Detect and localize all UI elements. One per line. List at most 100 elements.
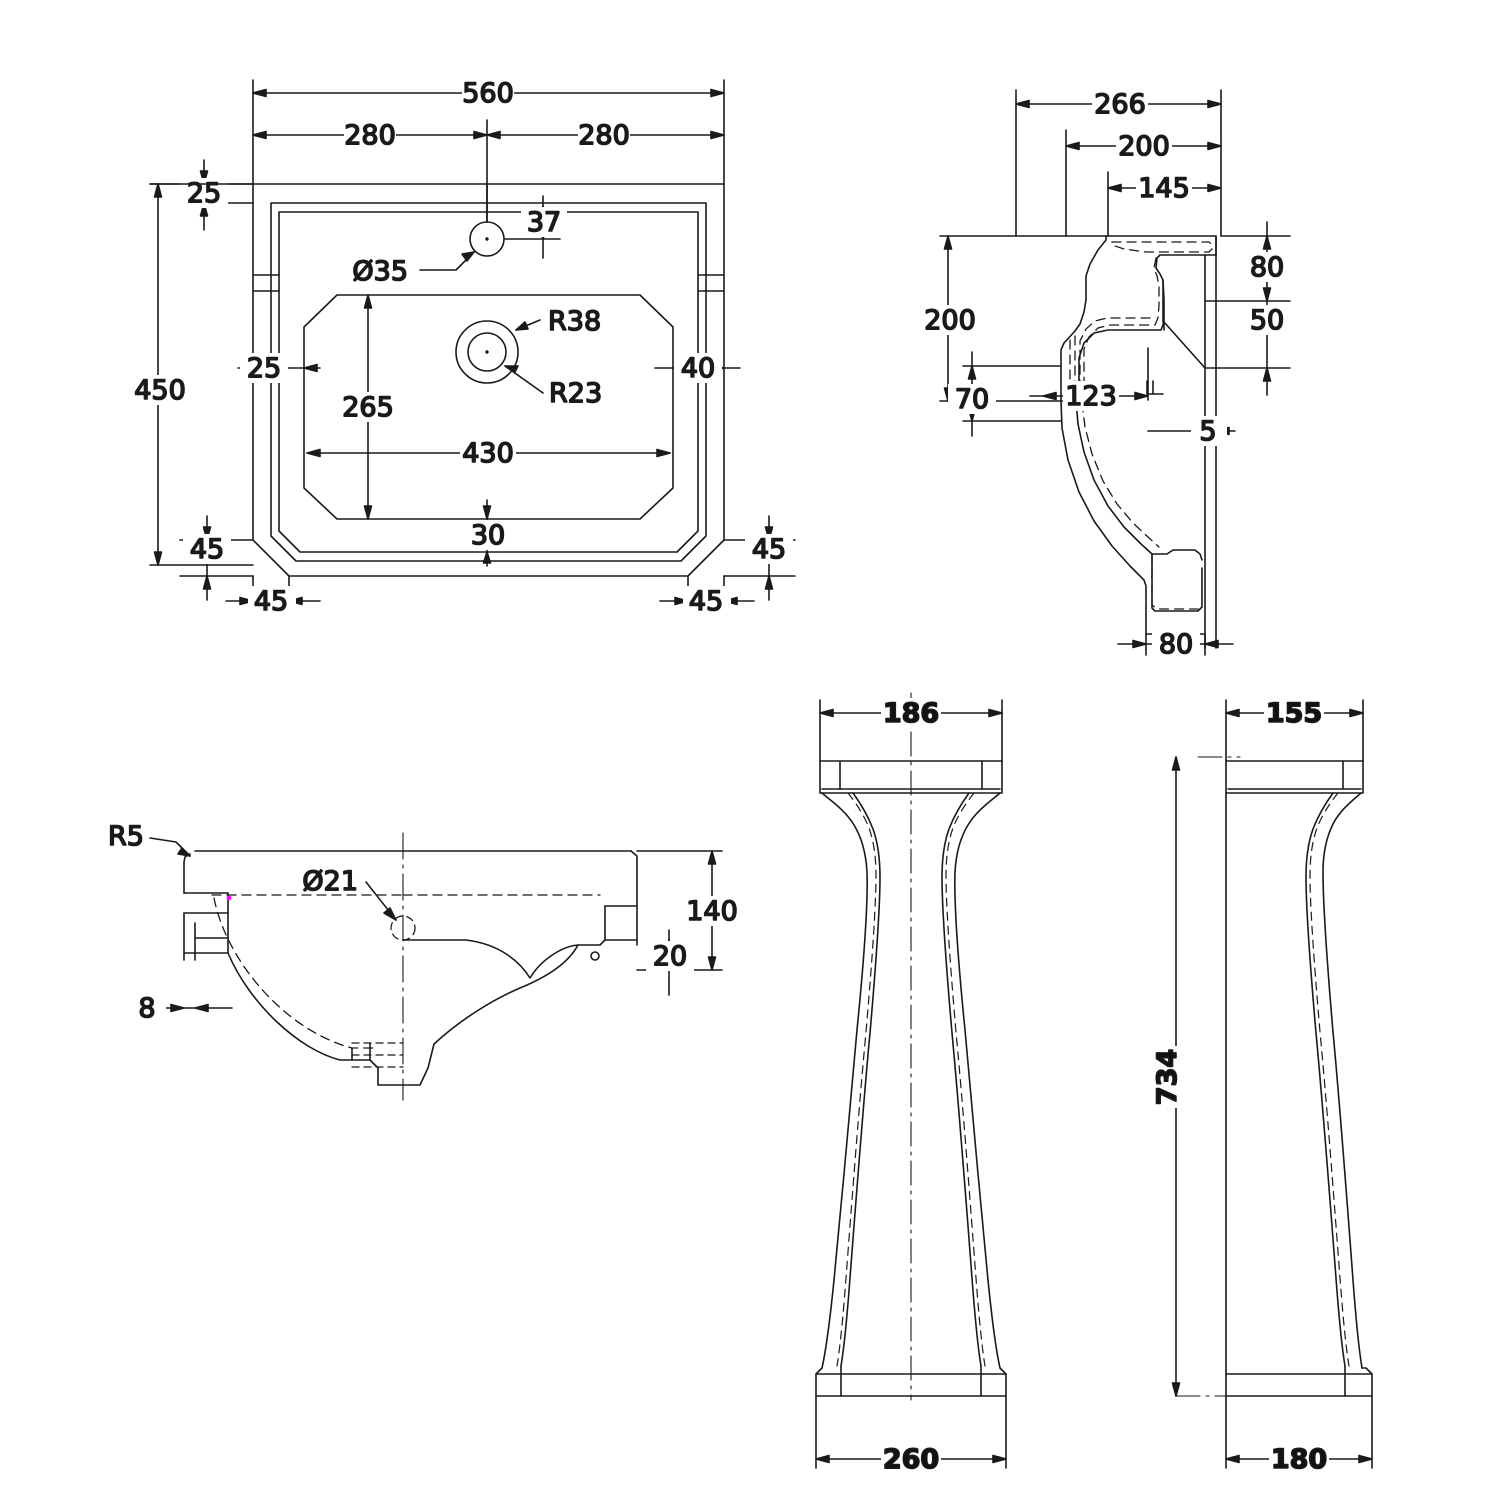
dim-8-textbg xyxy=(130,993,166,1023)
dim-label-under-rim: 50 xyxy=(1250,305,1284,336)
dim-430-textbg xyxy=(460,438,516,468)
dim-label-bowl-width: 430 xyxy=(462,438,514,469)
dim-30-textbg xyxy=(464,520,512,550)
plan-bowl-outline xyxy=(303,294,674,520)
dim-label-overall-width: 560 xyxy=(462,78,514,109)
dim-45rv-arrow-bot xyxy=(764,575,774,590)
dim-25top-textbg xyxy=(180,178,228,208)
dim-label-section-overall-height: 200 xyxy=(924,305,976,336)
pedestal-front-cap xyxy=(819,760,1003,794)
dim-37-textbg xyxy=(521,207,567,237)
dim-label-mid-projection: 123 xyxy=(1065,381,1117,412)
pedestal-side-front-hidden xyxy=(1309,792,1350,1367)
dim-140-textbg xyxy=(684,896,740,926)
tap-hole-leader-arrow xyxy=(461,251,475,262)
dim-label-half-left: 280 xyxy=(344,120,396,151)
dim-180-textbg xyxy=(1269,1444,1329,1474)
front-section-waste-hidden xyxy=(351,1042,404,1068)
dim-80h-textbg xyxy=(1243,252,1291,282)
r38-leader-arrow xyxy=(515,321,529,331)
dim-label-waste-hole-dia: Ø21 xyxy=(302,866,358,897)
dim-label-bowl-bottom-inset: 30 xyxy=(471,520,505,551)
dim-label-wall-thickness: 5 xyxy=(1199,416,1216,447)
pedestal-front-body-left-hidden xyxy=(836,792,877,1367)
pedestal-front-body-right-hidden xyxy=(945,792,986,1367)
dim-45lh-arrow-a xyxy=(239,596,254,606)
dim-280r-textbg xyxy=(578,120,630,150)
dim-label-back-thickness: 8 xyxy=(138,993,155,1024)
dim-430-arrow-right xyxy=(656,448,671,458)
dim-label-pedestal-height: 734 xyxy=(1152,1049,1183,1105)
dim-266-arrow-right xyxy=(1207,99,1222,109)
front-section-right-edge xyxy=(630,850,638,946)
dim-label-chamfer-left-h: 45 xyxy=(254,586,288,617)
dim-80h-arrow-bot xyxy=(1262,287,1272,302)
dim-265-textbg xyxy=(340,392,396,422)
plan-rim-outline-1 xyxy=(270,202,707,562)
dim-186-textbg xyxy=(881,698,941,728)
r23-leader-arrow xyxy=(504,365,519,373)
dim-label-waste-inner-radius: R23 xyxy=(549,378,602,409)
dim-25left-textbg xyxy=(240,353,288,383)
section-notch-detail xyxy=(1146,380,1164,395)
dim-label-bowl-left-inset: 25 xyxy=(247,353,281,384)
dim-label-chamfer-right-v: 45 xyxy=(752,534,786,565)
dim-45rh-arrow-a xyxy=(674,596,689,606)
dim-45lv-arrow-bot xyxy=(202,575,212,590)
view-pedestal-front: 186 260 xyxy=(815,692,1007,1476)
section-lower-tail-inner xyxy=(1081,402,1160,548)
dim-45rh-textbg xyxy=(683,586,731,616)
dim-80foot-textbg xyxy=(1152,629,1200,659)
dim-45rv-textbg xyxy=(745,534,793,564)
dim-label-overall-projection: 266 xyxy=(1094,89,1146,120)
dim-45lv-textbg xyxy=(183,534,231,564)
dim-560-arrow-right xyxy=(710,88,725,98)
pedestal-side-cap xyxy=(1225,760,1364,794)
dim-80foot-arrow-a xyxy=(1132,639,1147,649)
dim-260-textbg xyxy=(881,1444,941,1474)
section-splashback-wedge xyxy=(1163,321,1206,369)
dim-label-bowl-depth: 265 xyxy=(342,392,394,423)
dim-123-arrow-right xyxy=(1134,391,1149,401)
section-lower-tail-inner2 xyxy=(1060,400,1147,609)
dim-label-front-overall-height: 140 xyxy=(686,896,738,927)
section-bowl-hidden-2 xyxy=(1079,317,1151,396)
dim-label-chamfer-right-h: 45 xyxy=(689,586,723,617)
pedestal-front-base xyxy=(815,1367,1007,1397)
dim-label-chamfer-left-v: 45 xyxy=(190,534,224,565)
dim-label-tap-hole-offset: 37 xyxy=(527,207,561,238)
dim-200v-textbg xyxy=(922,305,978,335)
waste-inner-circle-r23 xyxy=(467,332,507,372)
dim-280-arrow-d xyxy=(710,130,725,140)
dim-140-arrow-bot xyxy=(707,956,717,971)
dim-label-bowl-right-inset: 40 xyxy=(681,353,715,384)
dim-265-arrow-bot xyxy=(363,505,373,520)
d21-leader-arrow xyxy=(383,907,397,921)
dim-30-arrow-bot xyxy=(482,551,492,564)
dim-450-textbg xyxy=(132,375,188,405)
dim-label-lower-height: 70 xyxy=(955,384,989,415)
dim-label-rim-height: 80 xyxy=(1250,252,1284,283)
dim-25top-arrow-top xyxy=(199,170,209,185)
waste-outer-circle-r38 xyxy=(455,320,519,384)
pedestal-front-body-left-inner xyxy=(840,792,881,1367)
dim-80foot-arrow-b xyxy=(1204,639,1219,649)
vent-hole-circle xyxy=(590,951,600,961)
dim-25left-arrow-b xyxy=(303,363,318,373)
dim-734-arrow-bot xyxy=(1171,1382,1181,1397)
plan-rim-outline-2 xyxy=(278,211,699,553)
dim-40-textbg xyxy=(674,353,722,383)
dim-155-textbg xyxy=(1264,698,1324,728)
dim-label-waste-outer-radius: R38 xyxy=(548,306,601,337)
dim-label-foot-width: 80 xyxy=(1159,629,1193,660)
r5-leader-arrow xyxy=(177,847,191,857)
section-rim-hollow-hidden xyxy=(1111,241,1213,253)
dim-123-arrow-left xyxy=(1042,391,1057,401)
waste-center-dot xyxy=(485,350,489,354)
dim-155-arrow-right xyxy=(1349,708,1364,718)
dim-8-arrow-b xyxy=(194,1003,209,1013)
dim-280l-textbg xyxy=(344,120,396,150)
